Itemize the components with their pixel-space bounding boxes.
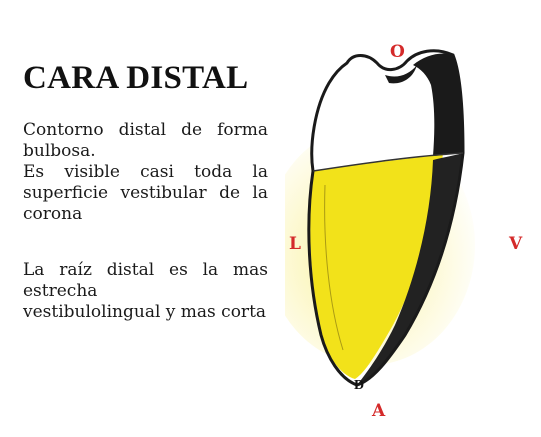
tooth-outline <box>307 49 465 387</box>
label-oclusal: O <box>390 42 405 62</box>
root-shadow <box>357 153 463 385</box>
description-paragraph-2: La raíz distal es la mas estrecha vestib… <box>23 260 268 323</box>
root-inner-contour <box>324 184 344 351</box>
root-fill <box>310 153 443 379</box>
label-lingual: L <box>289 234 301 254</box>
description-line-root-short: vestibulolingual y mas corta <box>23 302 267 322</box>
description-paragraph-1: Contorno distal de forma bulbosa. Es vis… <box>23 120 268 225</box>
description-line-bulbous-contour: Contorno distal de forma bulbosa. <box>23 120 268 161</box>
description-line-root-narrow: La raíz distal es la mas estrecha <box>23 260 268 301</box>
crown <box>311 50 463 171</box>
label-apical: A <box>372 401 386 421</box>
page-title: CARA DISTAL <box>23 60 249 96</box>
cervical-line <box>312 152 464 172</box>
label-distal-surface: D <box>354 378 365 393</box>
label-vestibular: V <box>509 234 523 254</box>
crown-fissure <box>385 65 417 84</box>
description-line-vestibular-surface: Es visible casi toda la superficie vesti… <box>23 162 268 224</box>
tooth-distal-illustration <box>285 49 475 387</box>
crown-shadow <box>413 53 463 156</box>
